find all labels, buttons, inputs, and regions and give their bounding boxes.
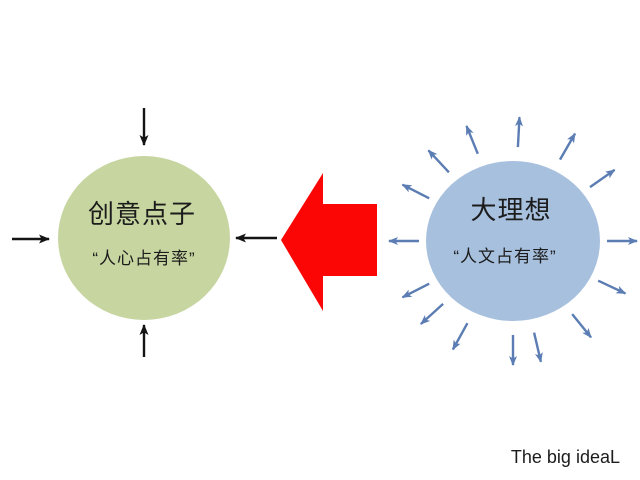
outward-arrow [532,332,543,363]
outward-arrow [571,313,592,339]
outward-arrow [427,149,450,174]
outward-arrow [515,116,524,148]
red-arrow [281,173,377,311]
inward-arrows-group [12,108,277,357]
outward-arrow [401,282,430,299]
outward-arrow [451,322,469,351]
ideal-circle-title: 大理想 [470,195,552,225]
outward-arrow [589,168,616,189]
outward-arrow [420,303,444,325]
ideal-circle-subtitle: “人文占有率” [453,247,557,266]
outward-arrow [558,132,577,161]
outward-arrow [465,125,479,155]
outward-arrows-group [388,116,638,366]
idea-circle-subtitle: “人心占有率” [92,249,196,268]
ideal-circle [426,161,600,321]
outward-arrow [597,279,627,295]
outward-arrow [401,183,430,200]
brand-text: The big ideaL [510,447,620,467]
idea-circle [58,156,230,320]
idea-circle-title: 创意点子 [87,199,197,229]
